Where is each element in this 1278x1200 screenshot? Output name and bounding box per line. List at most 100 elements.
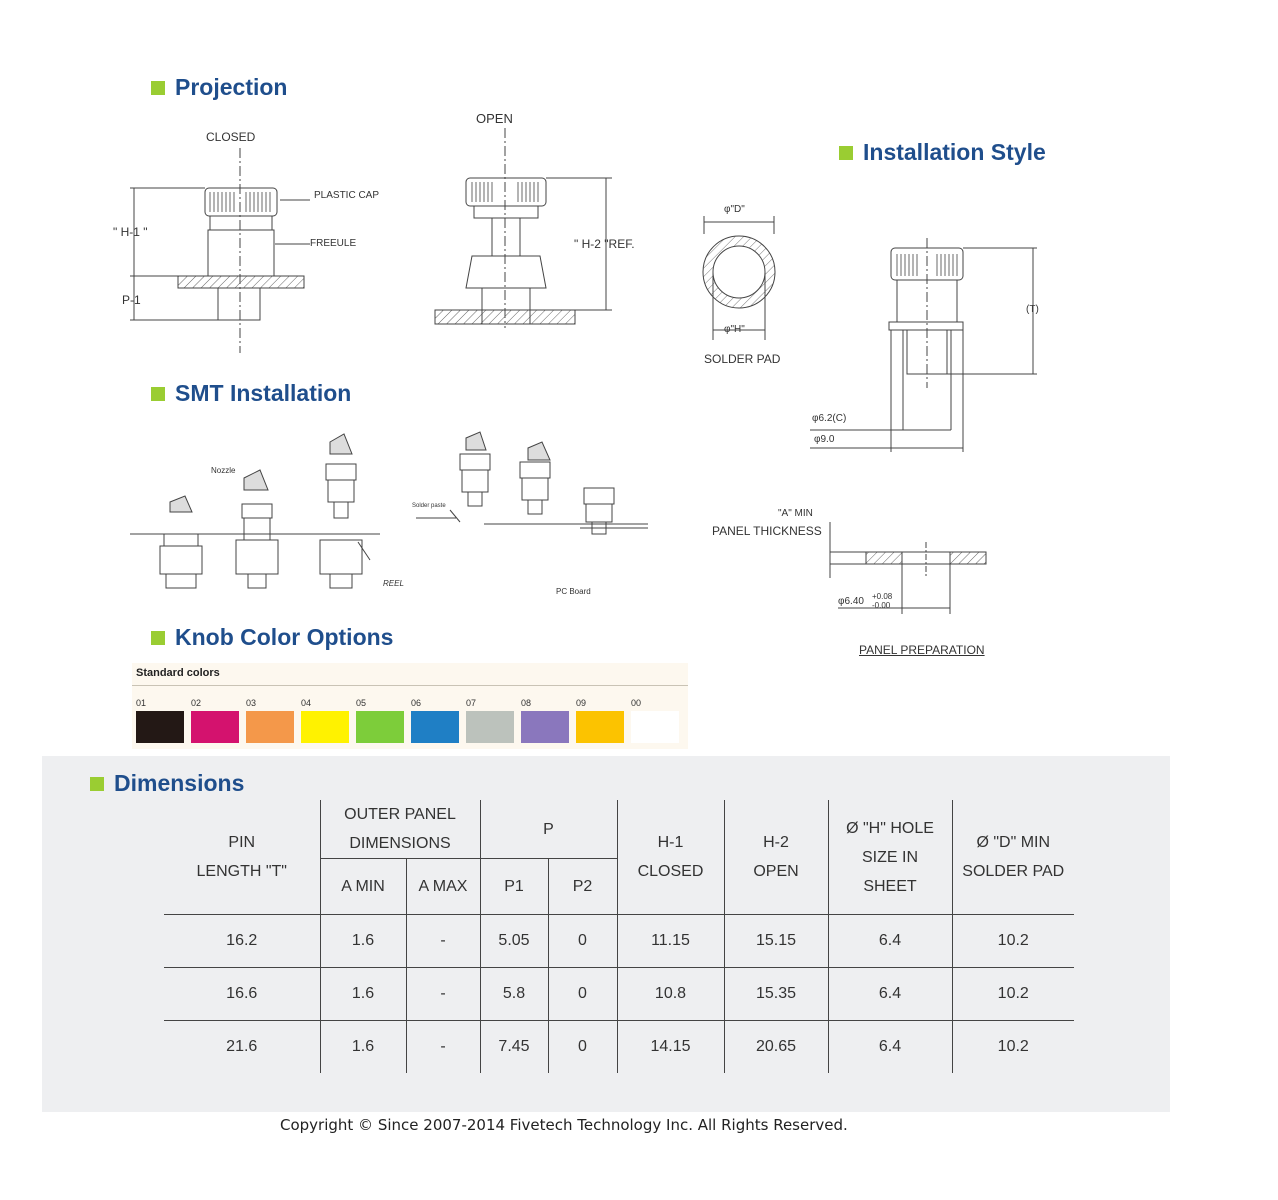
swatch-code: 07 [466, 698, 477, 708]
cell-solder-pad: 10.2 [952, 1020, 1074, 1073]
header-p1: P1 [480, 858, 549, 915]
bullet-square-icon [839, 145, 853, 160]
header-text: LENGTH "T" [196, 863, 287, 880]
panel-thickness-label: PANEL THICKNESS [712, 524, 822, 538]
section-title: Dimensions [114, 770, 245, 796]
cell-p2: 0 [548, 1020, 618, 1073]
color-swatch-03: 03 [246, 698, 294, 743]
dimensions-header: Dimensions [90, 770, 244, 797]
header-text: Ø "D" MIN [976, 834, 1051, 851]
bullet-square-icon [90, 776, 104, 791]
cell-p1: 5.05 [480, 914, 549, 968]
swatch-color [246, 711, 294, 743]
panel-preparation-drawing [829, 522, 987, 614]
color-swatch-09: 09 [576, 698, 624, 743]
header-text: Ø "H" HOLE [846, 819, 934, 837]
cell-a-min: 1.6 [320, 1020, 407, 1073]
cell-solder-pad: 10.2 [952, 914, 1074, 968]
cell-a-max: - [406, 914, 481, 968]
pc-board-label: PC Board [556, 587, 591, 596]
cell-p2: 0 [548, 914, 618, 968]
swatch-color [356, 711, 404, 743]
standard-colors-title: Standard colors [136, 667, 220, 679]
section-title: Knob Color Options [175, 624, 394, 650]
cell-pin-length: 16.6 [164, 967, 321, 1021]
color-swatch-06: 06 [411, 698, 459, 743]
projection-header: Projection [151, 74, 287, 101]
header-solder-pad: Ø "D" MIN SOLDER PAD [952, 800, 1074, 915]
cell-a-min: 1.6 [320, 967, 407, 1021]
header-text: SHEET [863, 877, 917, 895]
header-text: H-1 [657, 834, 684, 851]
cell-pin-length: 21.6 [164, 1020, 321, 1073]
solder-pad-drawing [702, 216, 776, 340]
header-text: OPEN [753, 863, 799, 880]
cell-h2: 15.35 [724, 967, 829, 1021]
header-a-min: A MIN [320, 858, 407, 915]
cell-h1: 10.8 [617, 967, 725, 1021]
color-swatch-08: 08 [521, 698, 569, 743]
cell-a-max: - [406, 1020, 481, 1073]
color-swatch-07: 07 [466, 698, 514, 743]
table-header-row: PIN LENGTH "T" OUTER PANEL DIMENSIONS P … [164, 800, 1074, 915]
cell-p1: 5.8 [480, 967, 549, 1021]
solder-paste-label: Solder paste [412, 503, 446, 509]
closed-label: CLOSED [206, 130, 256, 144]
bullet-square-icon [151, 80, 165, 95]
smt-reel-pick-drawing [130, 433, 380, 589]
installed-part-drawing [810, 238, 1037, 452]
header-text: P [543, 820, 554, 838]
header-text: CLOSED [637, 863, 704, 880]
tolerance-minus: -0.00 [872, 601, 891, 610]
t-label: (T) [1026, 304, 1039, 315]
header-pin-length: PIN LENGTH "T" [164, 800, 321, 915]
cell-p2: 0 [548, 967, 618, 1021]
swatch-code: 01 [136, 698, 147, 708]
solder-pad-label: SOLDER PAD [704, 352, 781, 366]
swatch-code: 00 [631, 698, 642, 708]
swatch-code: 02 [191, 698, 202, 708]
color-swatch-04: 04 [301, 698, 349, 743]
swatch-color [136, 711, 184, 743]
header-outer-panel: OUTER PANEL DIMENSIONS [320, 800, 481, 859]
cell-pin-length: 16.2 [164, 914, 321, 968]
swatch-color [301, 711, 349, 743]
cell-hole-size: 6.4 [828, 914, 953, 968]
smt-pcb-place-drawing [416, 431, 648, 535]
header-p: P [480, 800, 618, 859]
swatch-code: 05 [356, 698, 367, 708]
header-a-max: A MAX [406, 858, 481, 915]
color-swatch-05: 05 [356, 698, 404, 743]
color-swatch-00: 00 [631, 698, 679, 743]
table-row: 21.6 1.6 - 7.45 0 14.15 20.65 6.4 10.2 [164, 1020, 1074, 1073]
header-h2: H-2 OPEN [724, 800, 829, 915]
header-text: PIN [228, 834, 256, 851]
dia-90-label: φ9.0 [814, 434, 835, 445]
swatch-color [576, 711, 624, 743]
swatch-code: 06 [411, 698, 422, 708]
header-p2: P2 [548, 858, 618, 915]
plastic-cap-label: PLASTIC CAP [314, 190, 380, 201]
cell-h2: 20.65 [724, 1020, 829, 1073]
cell-hole-size: 6.4 [828, 1020, 953, 1073]
a-min-label: "A" MIN [778, 508, 813, 519]
swatch-color [521, 711, 569, 743]
cell-a-min: 1.6 [320, 914, 407, 968]
swatch-code: 04 [301, 698, 312, 708]
h1-label: " H-1 " [113, 225, 148, 239]
header-text: H-2 [763, 834, 789, 851]
cell-solder-pad: 10.2 [952, 967, 1074, 1021]
open-label: OPEN [476, 111, 513, 126]
cell-hole-size: 6.4 [828, 967, 953, 1021]
divider [132, 685, 688, 686]
closed-plunger-drawing [130, 148, 310, 353]
table-subheader-row: A MIN A MAX P1 P2 [164, 858, 1074, 915]
h2-label: " H-2 "REF. [574, 237, 635, 251]
hole-dia-label: φ6.40 [838, 596, 864, 607]
swatch-code: 03 [246, 698, 257, 708]
bullet-square-icon [151, 386, 165, 401]
header-text: OUTER PANEL [344, 806, 456, 823]
section-title: Installation Style [863, 139, 1046, 165]
cell-h2: 15.15 [724, 914, 829, 968]
section-title: Projection [175, 74, 288, 100]
